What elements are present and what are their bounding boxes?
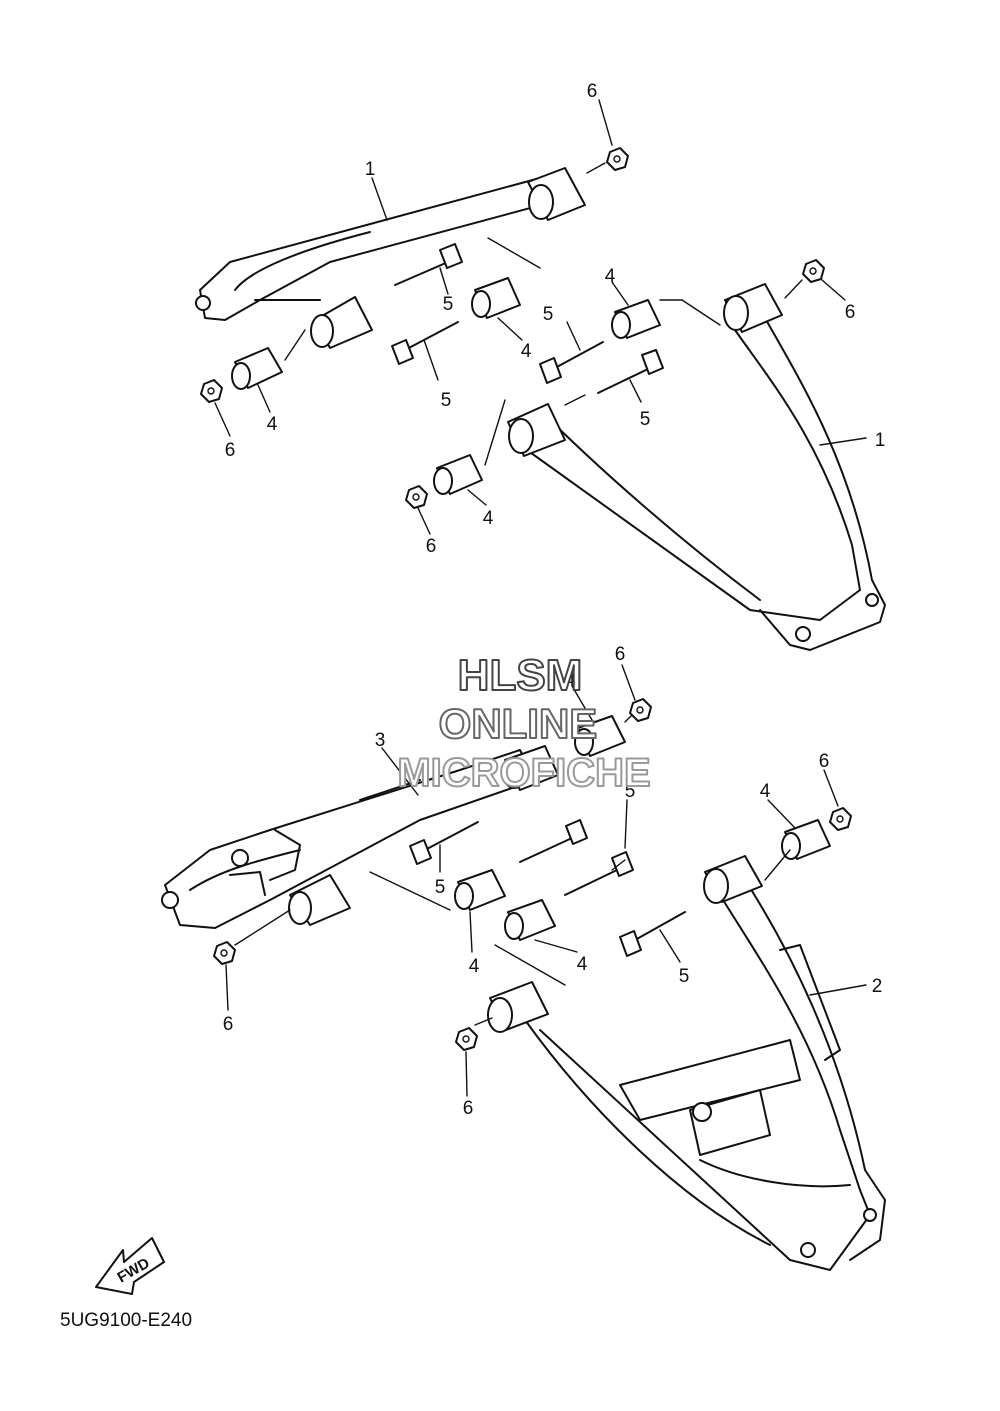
callout-4: 4 (469, 956, 480, 977)
nut-6-upper-c (200, 379, 223, 403)
nut-6-lower-b (829, 807, 852, 831)
nut-6-lower-d (455, 1027, 478, 1051)
callout-5: 5 (543, 304, 554, 325)
bolt-5-lower-a (409, 821, 479, 865)
callout-4: 4 (605, 266, 616, 287)
bolt-5-lower-d (619, 911, 686, 957)
bolt-5-upper-b (391, 321, 459, 365)
bolt-5-lower-b (519, 819, 588, 863)
bushing-4-upper-a (231, 347, 283, 390)
bushing-4-lower-d (504, 899, 556, 941)
alignment-lines-upper (284, 162, 803, 466)
bushing-4-lower-c (454, 869, 506, 911)
bolt-5-upper-a (394, 243, 463, 286)
callout-labels: 1 6 5 4 5 5 4 6 1 5 4 6 4 6 3 6 4 6 4 5 … (223, 81, 886, 1119)
bolt-5-upper-d (597, 349, 664, 394)
bushing-4-upper-c (611, 299, 661, 339)
callout-6: 6 (463, 1098, 474, 1119)
callout-6: 6 (819, 751, 830, 772)
callout-6: 6 (615, 644, 626, 665)
bushing-4-upper-b (471, 277, 521, 319)
callout-1: 1 (875, 430, 886, 451)
callout-6: 6 (225, 440, 236, 461)
lower-arm-left (161, 745, 559, 929)
callout-leaders (214, 99, 867, 1097)
callout-5: 5 (435, 877, 446, 898)
callout-6: 6 (223, 1014, 234, 1035)
callout-4: 4 (760, 781, 771, 802)
watermark: HLSM ONLINE MICROFICHE (396, 650, 651, 796)
callout-5: 5 (625, 781, 636, 802)
callout-6: 6 (845, 302, 856, 323)
alignment-lines-lower (234, 714, 791, 1026)
nut-6-upper-b (802, 259, 825, 283)
fwd-arrow: FWD (95, 1237, 165, 1295)
callout-4: 4 (565, 670, 576, 691)
lower-arm-right (487, 855, 886, 1271)
callout-5: 5 (443, 294, 454, 315)
callout-3: 3 (375, 730, 386, 751)
callout-5: 5 (679, 966, 690, 987)
upper-arm-right (507, 283, 886, 651)
callout-4: 4 (521, 341, 532, 362)
bushing-4-upper-d (433, 454, 483, 495)
callout-5: 5 (640, 409, 651, 430)
callout-5: 5 (441, 390, 452, 411)
callout-4: 4 (483, 508, 494, 529)
nut-6-upper-a (606, 147, 629, 171)
bushing-4-lower-b (781, 819, 831, 860)
diagram-code: 5UG9100-E240 (60, 1310, 192, 1331)
bushing-4-lower-a (574, 715, 626, 757)
callout-6: 6 (426, 536, 437, 557)
callout-2: 2 (872, 976, 883, 997)
callout-1: 1 (365, 159, 376, 180)
callout-4: 4 (577, 954, 588, 975)
callout-6: 6 (587, 81, 598, 102)
nut-6-upper-d (405, 485, 428, 509)
watermark-line-3: MICROFICHE (397, 751, 650, 795)
nut-6-lower-c (213, 941, 236, 965)
watermark-line-2: ONLINE (439, 700, 598, 747)
callout-4: 4 (267, 414, 278, 435)
upper-arm-left (195, 167, 586, 349)
bolt-5-upper-c (539, 341, 604, 384)
nut-6-lower-a (629, 698, 652, 722)
watermark-line-1: HLSM (458, 651, 583, 700)
bolt-5-lower-c (564, 851, 634, 896)
